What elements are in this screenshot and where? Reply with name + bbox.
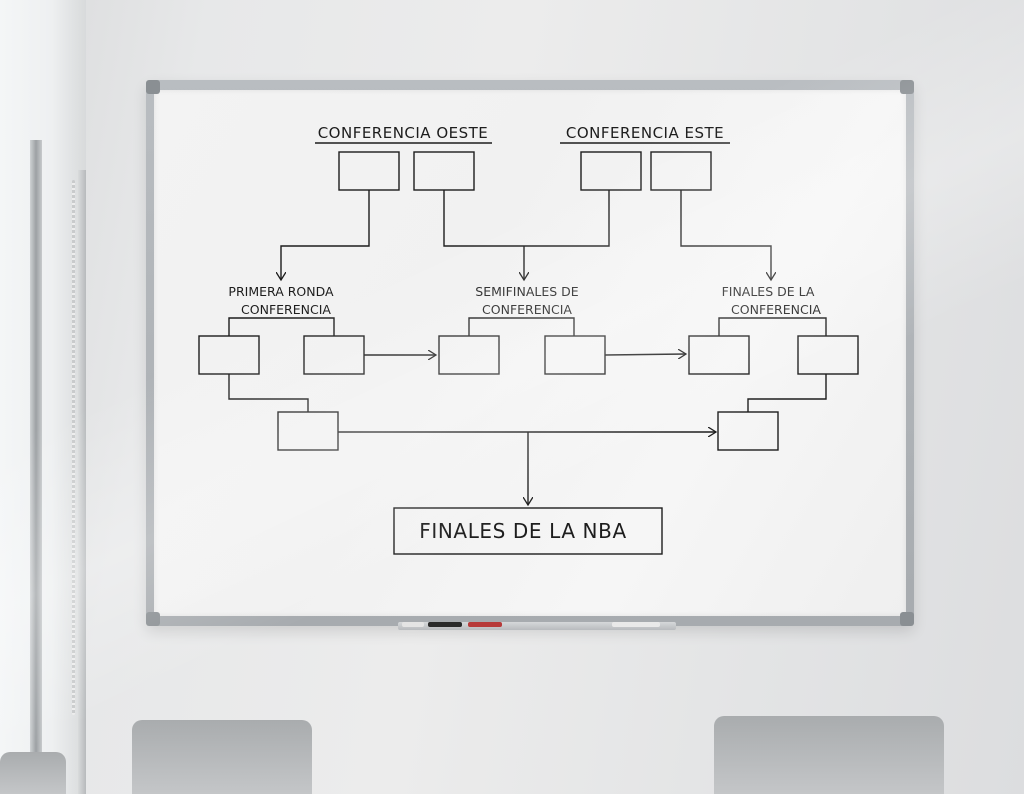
- round-box: [303, 335, 365, 375]
- window-edge: [78, 170, 86, 794]
- whiteboard-corner: [146, 80, 160, 94]
- round-box: [797, 335, 859, 375]
- connector-line: [747, 374, 827, 412]
- round-box: [544, 335, 606, 375]
- conference-champion-box-east: [717, 411, 779, 451]
- round-box: [198, 335, 260, 375]
- semifinals-label: CONFERENCIA: [482, 302, 572, 317]
- east-conference-heading: CONFERENCIA ESTE: [566, 124, 724, 142]
- semifinals-label: SEMIFINALES DE: [475, 284, 578, 299]
- label-bracket: [718, 317, 827, 336]
- marker: [428, 622, 462, 627]
- conference-finals-label: CONFERENCIA: [731, 302, 821, 317]
- round-box: [438, 335, 500, 375]
- conference-champion-box-west: [277, 411, 339, 451]
- team-box-east-2: [650, 151, 712, 191]
- connector-line: [680, 190, 771, 280]
- marker: [402, 622, 424, 627]
- whiteboard-corner: [900, 612, 914, 626]
- chair: [132, 720, 312, 794]
- whiteboard-corner: [146, 612, 160, 626]
- connector-arrow: [604, 354, 686, 355]
- connector-line: [281, 190, 370, 280]
- connector-line: [228, 374, 309, 412]
- label-bracket: [228, 317, 335, 336]
- blind-cord: [72, 180, 75, 715]
- connector-line: [443, 190, 610, 247]
- window-mullion: [30, 140, 42, 794]
- team-box-west-1: [338, 151, 400, 191]
- eraser: [612, 622, 660, 627]
- west-conference-heading: CONFERENCIA OESTE: [318, 124, 489, 142]
- first-round-label: PRIMERA RONDA: [228, 284, 334, 299]
- chair: [0, 752, 66, 794]
- whiteboard-surface: [154, 90, 906, 616]
- marker: [468, 622, 502, 627]
- first-round-label: CONFERENCIA: [241, 302, 331, 317]
- nba-finals-label: FINALES DE LA NBA: [419, 519, 626, 543]
- whiteboard: [146, 80, 914, 626]
- whiteboard-corner: [900, 80, 914, 94]
- nba-finals-box: [393, 507, 663, 555]
- conference-finals-label: FINALES DE LA: [722, 284, 815, 299]
- marker-tray: [398, 622, 676, 630]
- chair: [714, 716, 944, 794]
- window: [0, 0, 86, 794]
- label-bracket: [468, 317, 575, 336]
- team-box-east-1: [580, 151, 642, 191]
- round-box: [688, 335, 750, 375]
- team-box-west-2: [413, 151, 475, 191]
